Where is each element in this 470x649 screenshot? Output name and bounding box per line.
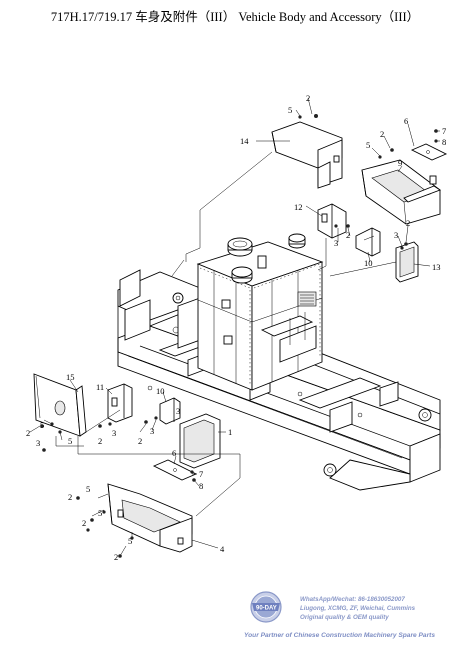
callout-3: 3 (112, 428, 116, 438)
callout-3: 3 (334, 238, 338, 248)
watermark-contact: WhatsApp/Wechat: 86-18630052007 (300, 596, 405, 603)
part-4-bracket (107, 483, 193, 553)
callout-5: 5 (40, 420, 44, 430)
callout-9: 9 (398, 158, 402, 168)
part-6-plate (410, 143, 448, 161)
callout-5: 5 (68, 436, 72, 446)
part-10-clip-lower (159, 397, 181, 425)
part-1-plate (179, 413, 221, 469)
callout-4: 4 (220, 544, 225, 554)
callout-2: 2 (306, 93, 310, 103)
callout-1: 1 (228, 427, 232, 437)
callout-2: 2 (26, 428, 30, 438)
callout-11: 11 (96, 382, 104, 392)
badge-label: 90-DAY (256, 606, 277, 612)
part-14-bracket (271, 121, 343, 189)
watermark-tagline: Your Partner of Chinese Construction Mac… (244, 632, 436, 639)
callout-5: 5 (86, 484, 90, 494)
callout-2: 2 (114, 552, 118, 562)
callout-3: 3 (150, 426, 154, 436)
callout-8: 8 (199, 481, 203, 491)
callout-7: 7 (442, 126, 446, 136)
callout-2: 2 (98, 436, 102, 446)
callout-13: 13 (432, 262, 441, 272)
callout-14: 14 (240, 136, 249, 146)
callout-labels: 2 5 14 6 7 8 2 5 9 12 2 3 10 2 3 13 15 1… (26, 93, 446, 562)
callout-2: 2 (68, 492, 72, 502)
callout-3: 3 (394, 230, 398, 240)
fasteners (40, 114, 438, 558)
callout-5: 5 (288, 105, 292, 115)
callout-2: 2 (346, 230, 350, 240)
callout-3: 3 (36, 438, 40, 448)
part-13-box (395, 241, 419, 283)
badge-seal: 90-DAY (250, 591, 282, 623)
callout-2: 2 (406, 218, 410, 228)
part-9-guard (361, 159, 441, 225)
watermark: WhatsApp/Wechat: 86-18630052007 Liugong,… (0, 590, 470, 649)
page-title: 717H.17/719.17 车身及附件（III） Vehicle Body a… (50, 10, 420, 24)
callout-5: 5 (98, 508, 102, 518)
callout-2: 2 (138, 436, 142, 446)
callout-2: 2 (380, 129, 384, 139)
callout-8: 8 (442, 137, 446, 147)
callout-15: 15 (66, 372, 75, 382)
callout-10: 10 (156, 386, 165, 396)
part-12-bracket (317, 203, 347, 239)
callout-7: 7 (199, 469, 203, 479)
leader-lines (29, 97, 440, 557)
part-11-bracket (107, 383, 133, 423)
part-10-clip (355, 227, 381, 257)
callout-2: 2 (82, 518, 86, 528)
callout-12: 12 (294, 202, 303, 212)
callout-6: 6 (172, 448, 176, 458)
callout-10: 10 (364, 258, 373, 268)
cabin-box (196, 233, 324, 391)
vent-grille (297, 291, 317, 307)
watermark-brands: Liugong, XCMG, ZF, Weichai, Cummins (300, 605, 416, 612)
callout-3: 3 (176, 406, 180, 416)
callout-5: 5 (128, 536, 132, 546)
callout-5: 5 (366, 140, 370, 150)
callout-6: 6 (404, 116, 408, 126)
watermark-quality: Original quality & OEM quality (300, 614, 389, 621)
